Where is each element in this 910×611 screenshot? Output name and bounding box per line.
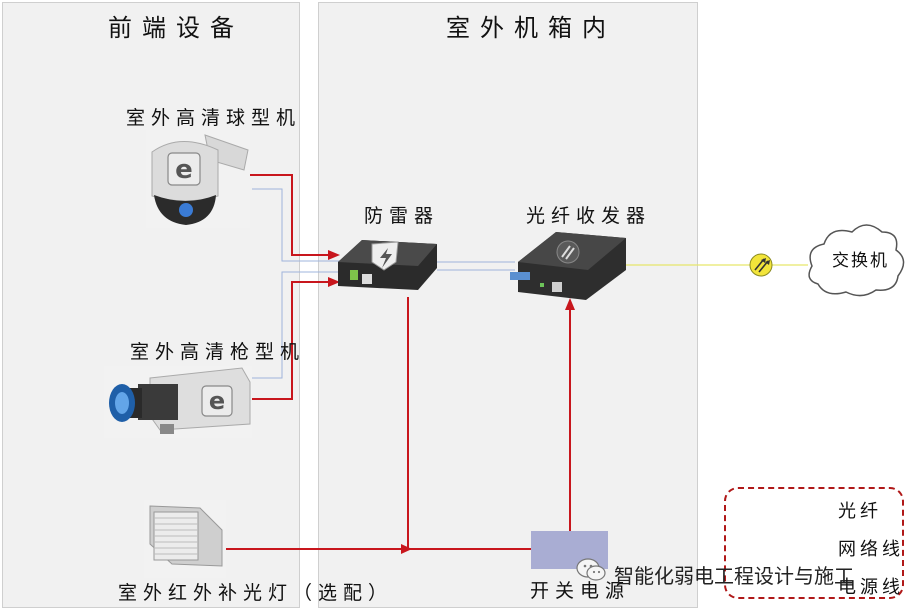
legend-box bbox=[724, 487, 904, 599]
power-line-box bbox=[252, 281, 330, 400]
cabinet-title: 室外机箱内 bbox=[446, 14, 616, 42]
legend-power-label: 电源线 bbox=[838, 577, 904, 598]
protector-icon bbox=[338, 240, 437, 290]
network-line-box bbox=[252, 271, 345, 379]
media-converter-label: 光纤收发器 bbox=[526, 205, 652, 227]
power-lines bbox=[222, 174, 571, 550]
legend-fiber-label: 光纤 bbox=[838, 501, 882, 522]
wechat-icon bbox=[576, 557, 606, 583]
arrow-dome bbox=[328, 250, 340, 260]
svg-text:e: e bbox=[175, 155, 193, 185]
legend-network-label: 网络线 bbox=[838, 539, 904, 560]
dome-camera-label: 室外高清球型机 bbox=[126, 107, 302, 129]
arrow-converter bbox=[565, 298, 575, 310]
arrow-box bbox=[328, 277, 340, 287]
ir-light-icon bbox=[144, 500, 226, 578]
cloud-icon bbox=[808, 224, 905, 297]
svg-text:e: e bbox=[209, 387, 225, 415]
cloud-label: 交换机 bbox=[832, 251, 889, 271]
power-line-dome bbox=[250, 174, 330, 256]
box-camera-icon: e bbox=[104, 366, 252, 438]
ir-light-label: 室外红外补光灯（选配） bbox=[118, 582, 394, 604]
watermark-text: 智能化弱电工程设计与施工 bbox=[614, 564, 854, 588]
power-arrows bbox=[328, 250, 575, 554]
power-supply-label: 开关电源 bbox=[530, 580, 631, 602]
front-end-title: 前端设备 bbox=[108, 14, 244, 42]
network-lines bbox=[252, 188, 515, 379]
protector-label: 防雷器 bbox=[364, 205, 440, 227]
fiber-connector-icon bbox=[749, 253, 773, 277]
arrow-junction bbox=[401, 544, 412, 554]
cabinet-panel bbox=[318, 2, 698, 608]
dome-camera-icon: e bbox=[146, 130, 250, 228]
network-line-dome bbox=[252, 188, 345, 262]
media-converter-icon bbox=[510, 232, 626, 300]
box-camera-label: 室外高清枪型机 bbox=[130, 341, 306, 363]
